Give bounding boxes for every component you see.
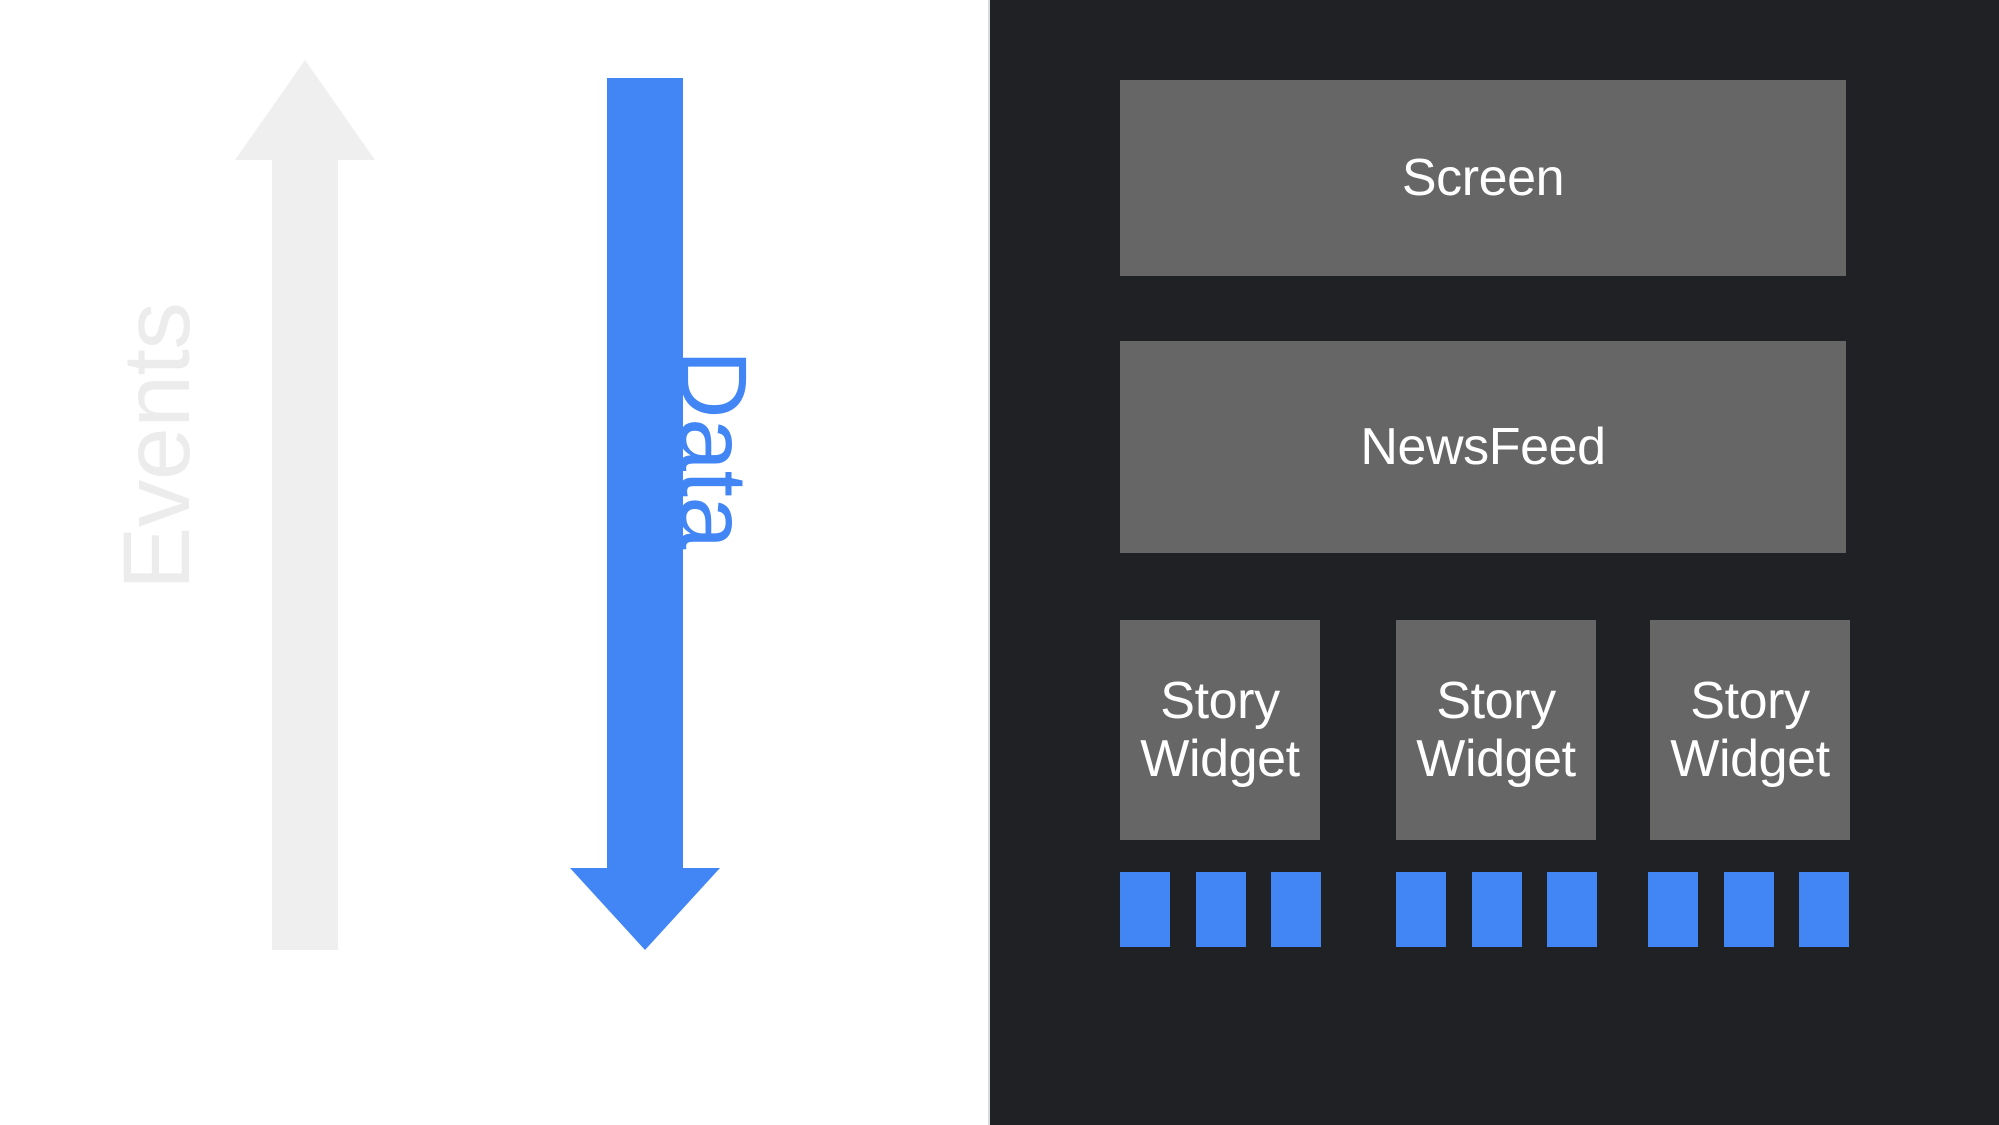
story-widget-label-2: Story Widget bbox=[1416, 671, 1576, 788]
story-widget-node-1[interactable]: Story Widget bbox=[1120, 620, 1320, 840]
screen-node[interactable]: Screen bbox=[1120, 80, 1846, 276]
leaf-node-2-1[interactable] bbox=[1396, 872, 1446, 947]
panel-divider bbox=[988, 0, 990, 1125]
events-arrow-up-icon bbox=[235, 60, 375, 950]
flow-legend-panel: Events Data bbox=[0, 0, 990, 1125]
leaf-node-1-1[interactable] bbox=[1120, 872, 1170, 947]
newsfeed-node-label: NewsFeed bbox=[1360, 417, 1606, 476]
leaf-node-1-2[interactable] bbox=[1196, 872, 1246, 947]
story-widget-label-3: Story Widget bbox=[1670, 671, 1830, 788]
story-widget-node-3[interactable]: Story Widget bbox=[1650, 620, 1850, 840]
events-flow-label: Events bbox=[104, 302, 210, 590]
story-widget-node-2[interactable]: Story Widget bbox=[1396, 620, 1596, 840]
screen-node-label: Screen bbox=[1401, 148, 1565, 207]
widget-hierarchy-panel: Screen NewsFeed Story Widget Story Widge… bbox=[990, 0, 1999, 1125]
leaf-node-2-2[interactable] bbox=[1472, 872, 1522, 947]
leaf-node-3-1[interactable] bbox=[1648, 872, 1698, 947]
leaf-node-2-3[interactable] bbox=[1547, 872, 1597, 947]
newsfeed-node[interactable]: NewsFeed bbox=[1120, 341, 1846, 553]
leaf-node-3-2[interactable] bbox=[1724, 872, 1774, 947]
data-arrow-down-icon bbox=[570, 78, 720, 950]
story-widget-label-1: Story Widget bbox=[1140, 671, 1300, 788]
leaf-node-3-3[interactable] bbox=[1799, 872, 1849, 947]
leaf-node-1-3[interactable] bbox=[1271, 872, 1321, 947]
data-flow-label: Data bbox=[660, 350, 766, 549]
